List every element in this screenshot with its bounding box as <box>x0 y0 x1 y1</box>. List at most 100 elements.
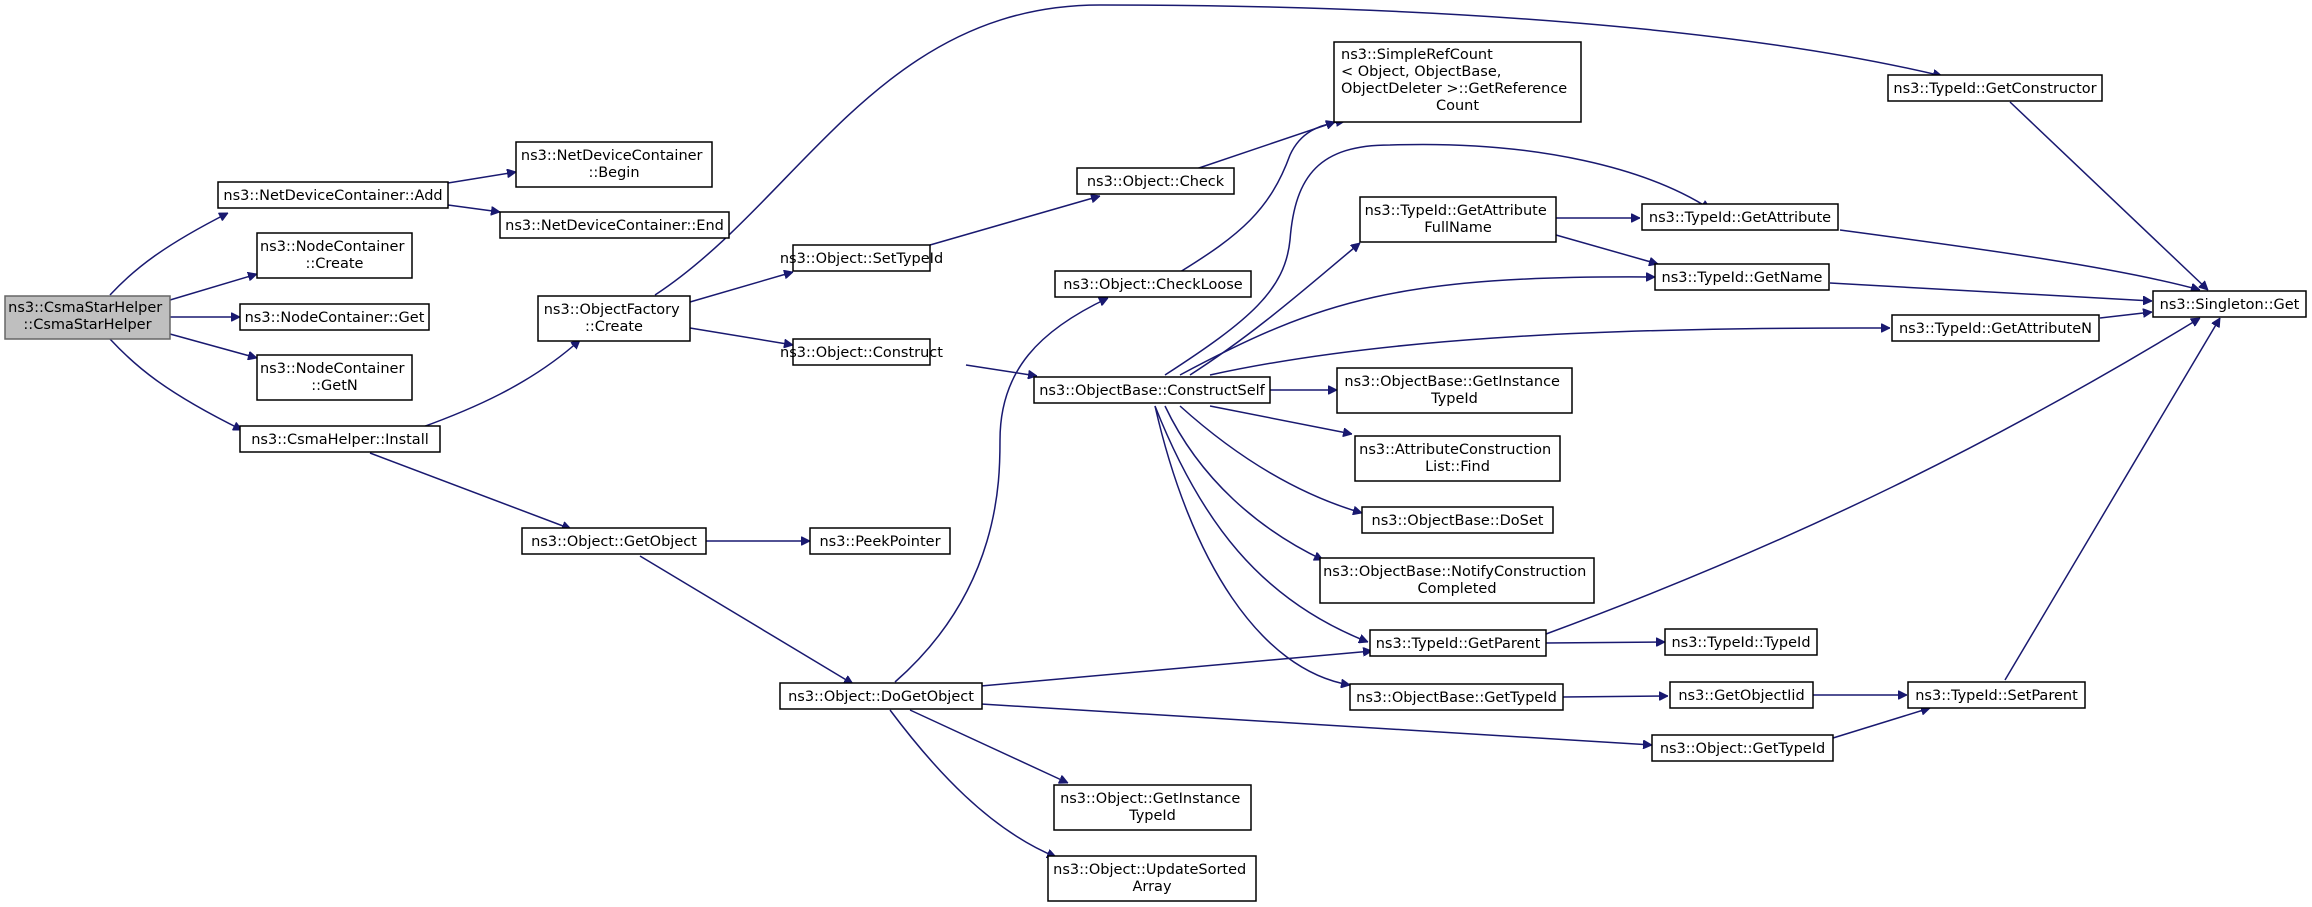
node-ob-notify[interactable]: ns3::ObjectBase::NotifyConstruction Comp… <box>1319 557 1595 604</box>
node-box <box>1053 784 1252 831</box>
edge-constructself-to-getname <box>1179 277 1655 376</box>
edge-constructself-to-getattrfullname <box>1189 243 1360 376</box>
edge-install-to-of-create <box>419 340 580 429</box>
edge-root-to-csma-install <box>109 338 242 431</box>
node-label-line: Array <box>1132 879 1171 895</box>
node-tid-getconstructor[interactable]: ns3::TypeId::GetConstructor <box>1887 74 2103 102</box>
node-ndc-end[interactable]: ns3::NetDeviceContainer::End <box>499 211 730 239</box>
node-ob-getinstancetypeid[interactable]: ns3::ObjectBase::GetInstance TypeId <box>1336 367 1573 414</box>
svg-text:ns3::NodeContainer::Get: ns3::NodeContainer::Get <box>245 310 425 326</box>
node-label-line: ns3::SimpleRefCount <box>1341 47 1493 63</box>
svg-text:ns3::ObjectBase::GetInstance: ns3::ObjectBase::GetInstance TypeId <box>1344 374 1564 407</box>
node-box <box>256 232 413 279</box>
node-tid-setparent[interactable]: ns3::TypeId::SetParent <box>1907 681 2086 709</box>
node-box <box>4 295 171 340</box>
node-label-line: ns3::Object::SetTypeId <box>780 251 943 267</box>
edge-root-to-nc-getn <box>169 333 257 358</box>
node-label-line: Count <box>1436 98 1479 114</box>
node-nc-get[interactable]: ns3::NodeContainer::Get <box>239 303 430 331</box>
node-obj-dogetobject[interactable]: ns3::Object::DoGetObject <box>779 682 983 710</box>
edge-getattribute-to-singleton <box>1839 229 2200 290</box>
svg-text:ns3::NodeContainer ::C: ns3::NodeContainer ::Create <box>260 239 409 272</box>
node-label-line: ::Create <box>585 319 643 335</box>
node-singleton-get[interactable]: ns3::Singleton::Get <box>2152 290 2307 318</box>
node-box <box>1669 681 1814 709</box>
svg-text:ns3::TypeId::GetConstructor: ns3::TypeId::GetConstructor <box>1893 81 2096 97</box>
node-obj-getobject[interactable]: ns3::Object::GetObject <box>521 527 707 555</box>
svg-text:ns3::CsmaStarHelper ::: ns3::CsmaStarHelper ::CsmaStarHelper <box>8 300 167 333</box>
svg-text:ns3::NodeContainer ::G: ns3::NodeContainer ::GetN <box>260 361 409 394</box>
node-label-line: ns3::Singleton::Get <box>2160 297 2300 313</box>
edge-obj-gettypeid-to-setparent <box>1832 708 1930 739</box>
node-label-line: ns3::GetObjectIid <box>1678 688 1804 704</box>
node-tid-getattribute[interactable]: ns3::TypeId::GetAttribute <box>1641 203 1839 231</box>
node-label-line: ns3::PeekPointer <box>819 534 940 550</box>
node-nc-create[interactable]: ns3::NodeContainer ::Create <box>256 232 413 279</box>
node-label-line: ns3::ObjectFactory <box>544 302 680 318</box>
edge-settypeid-to-check <box>929 196 1100 246</box>
node-obj-check[interactable]: ns3::Object::Check <box>1076 167 1235 195</box>
node-of-create[interactable]: ns3::ObjectFactory ::Create <box>537 295 691 342</box>
edge-constructself-to-acl-find <box>1209 405 1352 434</box>
node-box <box>1349 683 1564 711</box>
node-box <box>499 211 730 239</box>
node-box <box>1361 506 1554 534</box>
node-box <box>256 354 413 401</box>
node-tid-getname[interactable]: ns3::TypeId::GetName <box>1654 263 1830 291</box>
edge-dogetobject-to-getparent <box>980 651 1372 687</box>
edge-getparent-to-singleton <box>1545 317 2200 635</box>
node-obj-checkloose[interactable]: ns3::Object::CheckLoose <box>1054 270 1252 298</box>
node-ob-doset[interactable]: ns3::ObjectBase::DoSet <box>1361 506 1554 534</box>
svg-text:ns3::PeekPointer: ns3::PeekPointer <box>819 534 940 550</box>
node-ob-gettypeid[interactable]: ns3::ObjectBase::GetTypeId <box>1349 683 1564 711</box>
node-label-line: ns3::TypeId::GetParent <box>1376 636 1541 652</box>
node-box <box>1336 367 1573 414</box>
svg-text:ns3::TypeId::TypeId: ns3::TypeId::TypeId <box>1671 635 1810 651</box>
svg-text:ns3::TypeId::SetParent: ns3::TypeId::SetParent <box>1915 688 2078 704</box>
edge-getname-to-singleton <box>1829 282 2152 301</box>
node-obj-construct[interactable]: ns3::Object::Construct <box>780 338 943 366</box>
node-tid-typeid[interactable]: ns3::TypeId::TypeId <box>1664 628 1818 656</box>
node-srefcount[interactable]: ns3::SimpleRefCount < Object, ObjectBase… <box>1333 41 1582 123</box>
node-box <box>809 527 951 555</box>
node-box <box>521 527 707 555</box>
svg-text:ns3::NetDeviceContainer::Add: ns3::NetDeviceContainer::Add <box>223 188 442 204</box>
node-box <box>779 682 983 710</box>
edge-getattributen-to-singleton <box>2099 312 2152 319</box>
node-tid-getattrfullname[interactable]: ns3::TypeId::GetAttribute FullName <box>1359 196 1557 243</box>
node-obj-settypeid[interactable]: ns3::Object::SetTypeId <box>780 244 943 272</box>
edge-constructself-to-getparent <box>1154 405 1368 642</box>
svg-text:ns3::ObjectFactory ::C: ns3::ObjectFactory ::Create <box>544 302 685 335</box>
node-ndc-begin[interactable]: ns3::NetDeviceContainer ::Begin <box>515 141 713 188</box>
node-getobjectiid[interactable]: ns3::GetObjectIid <box>1669 681 1814 709</box>
nodes: ns3::CsmaStarHelper ::CsmaStarHelper ns3… <box>4 41 2307 902</box>
svg-text:ns3::SimpleRefCount <: ns3::SimpleRefCount < Object, ObjectBase… <box>1341 47 1567 97</box>
node-label-line: ns3::AttributeConstruction <box>1359 442 1551 458</box>
node-obj-getinstancetypeid[interactable]: ns3::Object::GetInstance TypeId <box>1053 784 1252 831</box>
svg-text:ns3::TypeId::GetName: ns3::TypeId::GetName <box>1662 270 1823 286</box>
node-label-line: ns3::Object::Construct <box>780 345 943 361</box>
edge-dogetobject-to-obj-gettypeid <box>980 703 1652 745</box>
node-box <box>217 181 449 209</box>
node-peekpointer[interactable]: ns3::PeekPointer <box>809 527 951 555</box>
edge-dogetobject-to-checkloose <box>894 298 1108 683</box>
edge-construct-to-constructself <box>965 364 1037 376</box>
node-label-line: ns3::Object::GetObject <box>531 534 697 550</box>
node-ndc-add[interactable]: ns3::NetDeviceContainer::Add <box>217 181 449 209</box>
edge-getobject-to-dogetobject <box>639 555 853 685</box>
node-tid-getparent[interactable]: ns3::TypeId::GetParent <box>1369 629 1547 657</box>
node-label-line: ns3::Object::Check <box>1087 174 1225 190</box>
node-csmastarhelper[interactable]: ns3::CsmaStarHelper ::CsmaStarHelper <box>4 295 171 340</box>
node-obj-updatesorted[interactable]: ns3::Object::UpdateSorted Array <box>1047 855 1257 902</box>
node-ob-constructself[interactable]: ns3::ObjectBase::ConstructSelf <box>1033 376 1271 404</box>
edge-constructself-to-getattributen <box>1209 328 1890 376</box>
node-label-line: TypeId <box>1128 808 1176 824</box>
node-tid-getattributen[interactable]: ns3::TypeId::GetAttributeN <box>1891 314 2100 342</box>
node-box <box>1076 167 1235 195</box>
node-csma-install[interactable]: ns3::CsmaHelper::Install <box>239 425 441 453</box>
node-nc-getn[interactable]: ns3::NodeContainer ::GetN <box>256 354 413 401</box>
node-box <box>537 295 691 342</box>
edge-of-create-to-construct <box>689 327 793 345</box>
node-acl-find[interactable]: ns3::AttributeConstruction List::Find <box>1354 435 1561 482</box>
node-obj-gettypeid[interactable]: ns3::Object::GetTypeId <box>1651 734 1834 762</box>
